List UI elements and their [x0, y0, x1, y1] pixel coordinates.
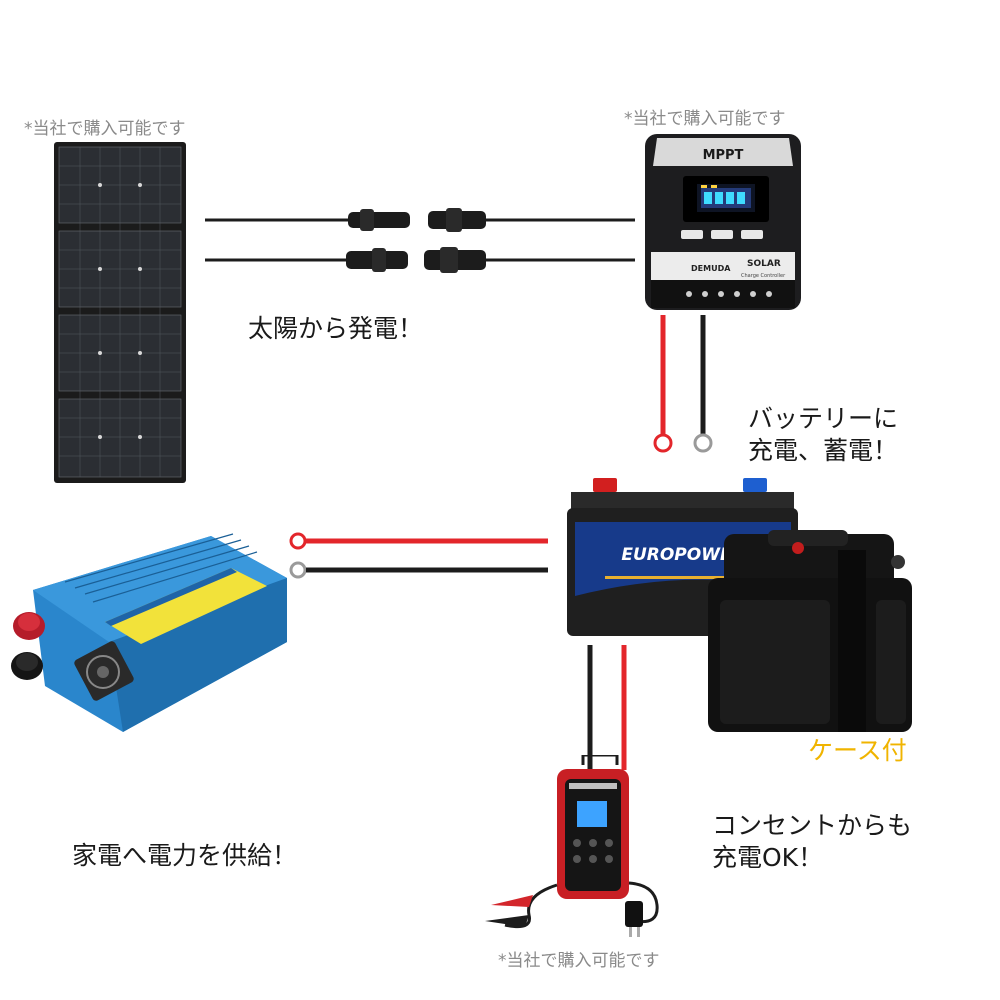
inverter-caption: 家電へ電力を供給！ — [72, 841, 298, 870]
battery-case-image — [708, 530, 912, 732]
solar-panel-image — [54, 142, 186, 483]
battery-caption-line2: 充電、蓄電！ — [748, 436, 899, 465]
battery-charger-wires — [587, 645, 627, 770]
controller-brand: DEMUDA — [691, 264, 731, 273]
inverter-battery-wires — [289, 532, 548, 579]
controller-title: MPPT — [703, 148, 744, 163]
battery-brand: EUROPOWER — [621, 545, 744, 565]
inverter-image — [11, 533, 287, 732]
solar-caption: 太陽から発電！ — [248, 314, 424, 343]
case-caption: ケース付 — [808, 736, 907, 765]
battery-caption-line1: バッテリーに — [748, 404, 899, 433]
controller-product: SOLAR — [747, 259, 781, 269]
mc4-cable-lower — [205, 247, 635, 273]
outlet-caption-line2: 充電OK！ — [712, 843, 824, 872]
panel-availability-note: *当社で購入可能です — [24, 119, 186, 139]
controller-battery-wires — [653, 315, 713, 453]
outlet-caption-line1: コンセントからも — [712, 811, 913, 840]
battery-charger-image — [485, 755, 659, 937]
controller-subtitle: Charge Controller — [741, 273, 786, 279]
mc4-cable-upper — [205, 208, 635, 232]
controller-availability-note: *当社で購入可能です — [624, 109, 786, 129]
charger-availability-note: *当社で購入可能です — [498, 951, 660, 971]
mppt-controller-image: MPPT DEMUDA SOLAR Charge Controller — [645, 134, 801, 310]
